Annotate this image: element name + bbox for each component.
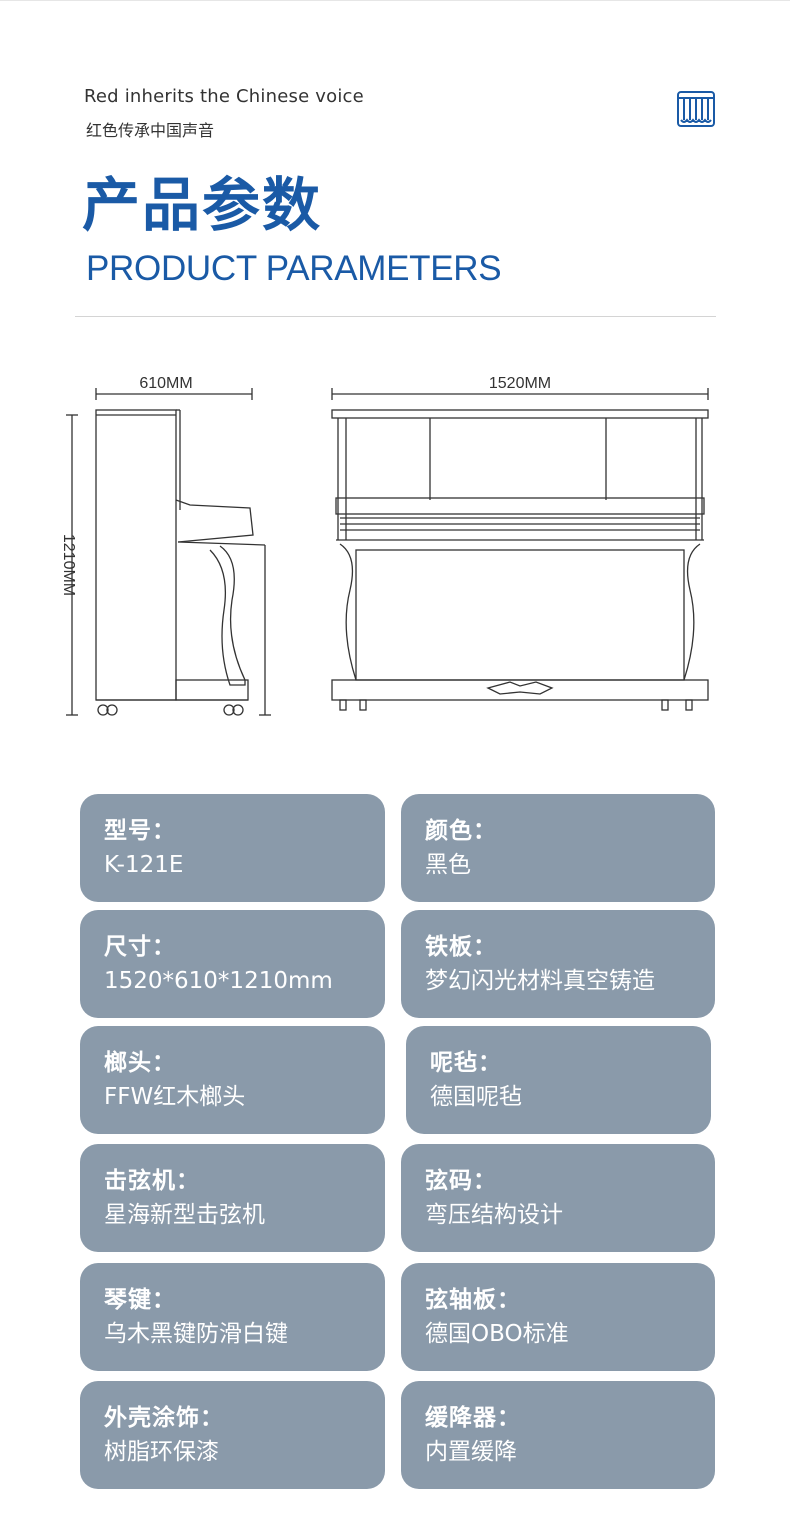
param-card-iron-plate: 铁板： 梦幻闪光材料真空铸造 (401, 910, 715, 1018)
param-card-finish: 外壳涂饰： 树脂环保漆 (80, 1381, 385, 1489)
param-value: 乌木黑键防滑白键 (104, 1321, 288, 1347)
piano-front-view (331, 409, 709, 711)
param-label: 尺寸： (104, 934, 176, 960)
top-divider (0, 0, 790, 1)
param-card-hammer: 榔头： FFW红木榔头 (80, 1026, 385, 1134)
param-label: 琴键： (104, 1287, 176, 1313)
page-title-english: PRODUCT PARAMETERS (86, 249, 502, 288)
param-label: 呢毡： (430, 1050, 502, 1076)
param-label: 缓降器： (425, 1405, 521, 1431)
param-label: 铁板： (425, 934, 497, 960)
param-label: 击弦机： (104, 1168, 200, 1194)
param-value: 梦幻闪光材料真空铸造 (425, 968, 655, 994)
param-label: 弦轴板： (425, 1287, 521, 1313)
param-card-soft-close: 缓降器： 内置缓降 (401, 1381, 715, 1489)
param-value: 树脂环保漆 (104, 1439, 219, 1465)
param-card-felt: 呢毡： 德国呢毡 (406, 1026, 711, 1134)
param-card-bridge: 弦码： 弯压结构设计 (401, 1144, 715, 1252)
param-card-keys: 琴键： 乌木黑键防滑白键 (80, 1263, 385, 1371)
piano-side-view (95, 409, 266, 716)
param-value: 星海新型击弦机 (104, 1202, 265, 1228)
param-label: 外壳涂饰： (104, 1405, 224, 1431)
param-value: K-121E (104, 852, 184, 878)
piano-keys-icon (677, 91, 715, 127)
param-label: 颜色： (425, 818, 497, 844)
param-label: 弦码： (425, 1168, 497, 1194)
tagline-english: Red inherits the Chinese voice (84, 86, 364, 107)
param-label: 榔头： (104, 1050, 176, 1076)
param-value: 1520*610*1210mm (104, 968, 333, 994)
page-title-chinese: 产品参数 (82, 171, 323, 239)
width-label: 1520MM (489, 375, 551, 392)
param-value: 弯压结构设计 (425, 1202, 563, 1228)
param-label: 型号： (104, 818, 176, 844)
param-card-model: 型号： K-121E (80, 794, 385, 902)
param-value: FFW红木榔头 (104, 1084, 246, 1110)
param-value: 黑色 (425, 852, 471, 878)
section-divider (75, 316, 716, 317)
param-value: 德国OBO标准 (425, 1321, 569, 1347)
height-label: 1210MM (60, 534, 77, 596)
tagline-chinese: 红色传承中国声音 (86, 121, 215, 140)
piano-dimension-diagram: 610MM 1520MM 1210MM (60, 375, 709, 716)
param-card-pinblock: 弦轴板： 德国OBO标准 (401, 1263, 715, 1371)
param-card-color: 颜色： 黑色 (401, 794, 715, 902)
param-card-size: 尺寸： 1520*610*1210mm (80, 910, 385, 1018)
param-card-action: 击弦机： 星海新型击弦机 (80, 1144, 385, 1252)
param-value: 德国呢毡 (430, 1084, 522, 1110)
depth-label: 610MM (139, 375, 192, 392)
param-value: 内置缓降 (425, 1439, 517, 1465)
